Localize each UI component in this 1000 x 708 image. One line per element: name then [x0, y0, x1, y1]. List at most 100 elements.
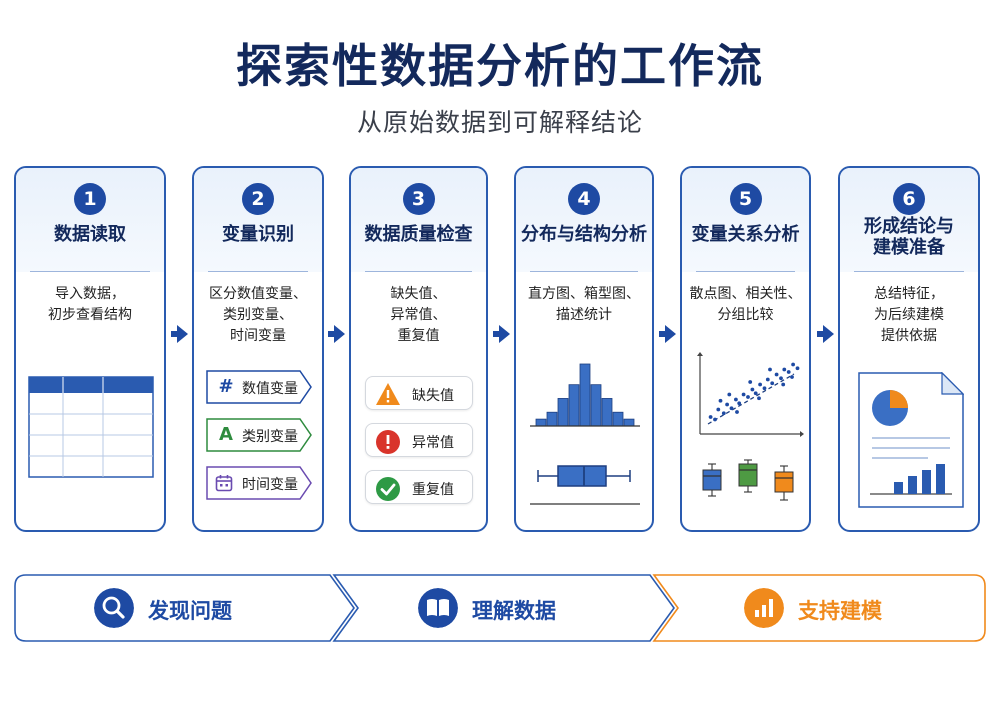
step-card-2: 2 变量识别 区分数值变量、 类别变量、 时间变量 # 数值变量 A 类别变量 … — [192, 166, 324, 532]
step-number: 1 — [74, 183, 106, 215]
chip-label: 时间变量 — [242, 477, 298, 493]
report-bar — [894, 482, 903, 494]
scatter-point — [795, 366, 800, 371]
step-title: 数据读取 — [54, 224, 126, 245]
step-card-3: 3 数据质量检查 缺失值、 异常值、 重复值 缺失值 异常值 重复值 — [349, 166, 488, 532]
pill-label: 缺失值 — [412, 388, 454, 404]
step-card-6: 6 形成结论与 建模准备 总结特征， 为后续建模 提供依据 — [838, 166, 980, 532]
step-title: 变量识别 — [222, 224, 294, 245]
pill-label: 异常值 — [412, 435, 454, 451]
page-subtitle: 从原始数据到可解释结论 — [356, 108, 643, 137]
histogram-bar — [546, 411, 558, 427]
report-icon — [858, 372, 964, 508]
scatter-point — [716, 407, 721, 412]
scatter-point — [791, 362, 795, 367]
grouped-boxplot — [702, 459, 794, 501]
stage-find-problem: 发现问题 — [94, 574, 334, 642]
flow-arrow-icon — [493, 325, 510, 343]
histogram-bar — [590, 384, 602, 427]
step-description: 缺失值、 异常值、 重复值 — [390, 286, 447, 344]
scatter-point — [765, 377, 770, 382]
step-description: 直方图、箱型图、 描述统计 — [528, 286, 640, 323]
step-title: 变量关系分析 — [691, 224, 800, 245]
step-card-1: 1 数据读取 导入数据， 初步查看结构 — [14, 166, 166, 532]
report-bar — [908, 476, 917, 494]
report-bar — [936, 464, 945, 494]
quality-pill-missing: 缺失值 — [365, 376, 473, 410]
step-number: 3 — [402, 183, 435, 215]
book-icon — [418, 588, 458, 628]
histogram-bar — [601, 398, 613, 427]
scatter-point — [757, 396, 761, 401]
scatter-point — [721, 411, 726, 416]
scatter-point — [786, 370, 791, 374]
boxplot-chart — [530, 465, 640, 505]
histogram-bar — [535, 418, 547, 427]
step-card-5: 5 变量关系分析 散点图、相关性、 分组比较 — [680, 166, 811, 532]
check-icon — [376, 477, 400, 501]
variable-chip-numeric: # 数值变量 — [206, 370, 312, 404]
scatter-point — [768, 367, 772, 372]
step-title: 分布与结构分析 — [521, 224, 647, 245]
quality-pill-outlier: 异常值 — [365, 423, 473, 457]
step-description: 导入数据， 初步查看结构 — [48, 286, 132, 323]
quality-pill-duplicate: 重复值 — [365, 470, 473, 504]
step-description: 散点图、相关性、 分组比较 — [689, 286, 802, 323]
scatter-point — [770, 381, 775, 386]
scatter-point — [734, 397, 738, 402]
boxplot-box — [702, 469, 722, 491]
error-icon — [376, 430, 400, 454]
stage-support-modeling: 支持建模 — [744, 574, 964, 642]
histogram-bar — [557, 398, 569, 427]
scatter-point — [727, 392, 732, 397]
bar-chart-icon — [744, 588, 784, 628]
histogram-bar — [623, 418, 635, 427]
flow-arrow-icon — [171, 325, 188, 343]
page-title: 探索性数据分析的工作流 — [236, 39, 764, 93]
report-bar — [922, 470, 931, 494]
stage-label: 支持建模 — [798, 599, 882, 623]
scatter-point — [718, 398, 723, 403]
histogram-chart — [530, 363, 640, 427]
boxplot-box — [738, 463, 758, 487]
calendar-icon — [215, 475, 233, 492]
scatter-point — [782, 367, 787, 372]
scatter-plot — [697, 352, 804, 437]
pill-label: 重复值 — [412, 482, 454, 498]
scatter-point — [729, 406, 734, 411]
search-icon — [94, 588, 134, 628]
scatter-point — [781, 382, 786, 387]
chip-label: 类别变量 — [242, 429, 298, 445]
chip-label: 数值变量 — [242, 381, 298, 397]
step-description: 总结特征， 为后续建模 提供依据 — [874, 286, 944, 344]
step-card-4: 4 分布与结构分析 直方图、箱型图、 描述统计 — [514, 166, 654, 532]
scatter-point — [741, 392, 746, 397]
stage-understand-data: 理解数据 — [418, 574, 658, 642]
scatter-point — [737, 401, 742, 406]
scatter-point — [748, 380, 753, 384]
histogram-bar — [612, 411, 624, 427]
flow-arrow-icon — [817, 325, 834, 343]
table-icon — [28, 376, 154, 478]
histogram-bar — [568, 384, 580, 427]
step-number: 5 — [729, 183, 762, 215]
step-description: 区分数值变量、 类别变量、 时间变量 — [209, 286, 307, 344]
scatter-point — [779, 376, 783, 381]
scatter-point — [774, 372, 779, 377]
step-number: 4 — [568, 183, 600, 215]
hash-icon: # — [218, 376, 234, 397]
scatter-point — [750, 387, 755, 392]
scatter-point — [725, 402, 729, 407]
scatter-point — [790, 375, 794, 379]
boxplot-box — [774, 471, 794, 493]
step-title: 形成结论与 建模准备 — [864, 216, 954, 258]
scatter-point — [758, 382, 762, 387]
flow-arrow-icon — [659, 325, 676, 343]
variable-chip-time: 时间变量 — [206, 466, 312, 500]
scatter-point — [753, 391, 758, 396]
scatter-point — [746, 395, 750, 399]
step-number: 6 — [893, 183, 925, 215]
warning-icon — [376, 383, 400, 405]
outcome-band: 发现问题 理解数据 支持建模 — [14, 574, 986, 642]
flow-arrow-icon — [328, 325, 345, 343]
